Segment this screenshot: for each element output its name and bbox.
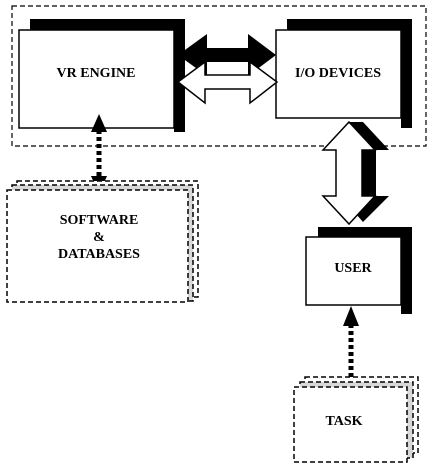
user-label: USER: [334, 261, 372, 276]
io-devices-box: I/O DEVICES: [275, 19, 412, 128]
user-frame: [305, 236, 402, 306]
software-label-line1: SOFTWARE: [60, 213, 139, 228]
user-shadow: [318, 227, 412, 314]
io-user-double-arrow: [321, 120, 389, 226]
task-box: TASK: [293, 376, 419, 463]
task-label: TASK: [325, 414, 362, 429]
task-user-arrow-head: [343, 306, 359, 326]
software-front-sheet: [6, 189, 189, 303]
user-box: USER: [305, 227, 412, 314]
vr-engine-box: VR ENGINE: [18, 19, 185, 132]
vr-engine-frame: [18, 29, 175, 129]
io-devices-label: I/O DEVICES: [295, 66, 381, 81]
task-front-sheet: [293, 386, 408, 463]
task-user-dotted-arrow: [343, 306, 359, 378]
vr-engine-label: VR ENGINE: [57, 66, 136, 81]
system-boundary: [11, 5, 427, 147]
software-label-line3: DATABASES: [58, 247, 140, 262]
software-label-line2: &: [93, 230, 105, 245]
engine-io-double-arrow: [176, 34, 279, 105]
io-devices-frame: [275, 29, 402, 119]
software-databases-box: SOFTWARE & DATABASES: [6, 180, 199, 303]
engine-io-arrow-hollow: [176, 60, 279, 105]
engine-software-arrow-head-up: [91, 114, 107, 132]
io-user-arrow-hollow: [321, 120, 377, 226]
